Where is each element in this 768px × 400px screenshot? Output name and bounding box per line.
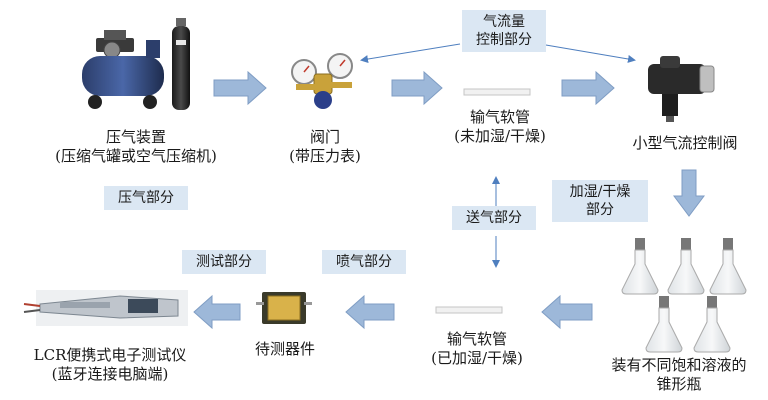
wet-hose-caption: 输气软管 (已加湿/干燥) xyxy=(412,330,542,368)
compressor-title: 压气装置 xyxy=(105,128,166,146)
flow-valve-caption: 小型气流控制阀 xyxy=(610,134,760,153)
humidify-tag-line1: 加湿/干燥 xyxy=(569,184,631,200)
device-caption: 待测器件 xyxy=(240,340,330,359)
flow-control-tag-line2: 控制部分 xyxy=(476,32,532,48)
air-compressor-image xyxy=(82,30,164,109)
flow-valve-title: 小型气流控制阀 xyxy=(632,134,738,152)
connector-lines xyxy=(360,43,636,268)
test-tag: 测试部分 xyxy=(182,250,266,274)
dry-hose-title: 输气软管 xyxy=(469,108,530,126)
device-title: 待测器件 xyxy=(254,340,315,358)
lcr-meter-image xyxy=(23,290,188,326)
flow-arrows xyxy=(193,70,705,330)
dry-hose-image xyxy=(463,88,531,96)
arrow-valve-to-hose xyxy=(391,70,443,106)
pressure-valve-image xyxy=(291,53,353,109)
valve-subtitle: (带压力表) xyxy=(289,147,361,165)
arrow-wet-hose-to-device xyxy=(345,294,395,330)
spray-tag: 喷气部分 xyxy=(322,250,406,274)
dry-hose-subtitle: (未加湿/干燥) xyxy=(454,127,546,145)
lcr-title: LCR便携式电子测试仪 xyxy=(33,346,187,364)
humidify-tag-line2: 部分 xyxy=(586,202,614,218)
valve-caption: 阀门 (带压力表) xyxy=(270,128,380,166)
flasks-subtitle: 锥形瓶 xyxy=(656,375,702,393)
arrow-device-to-lcr xyxy=(193,294,241,330)
wet-hose-subtitle: (已加湿/干燥) xyxy=(431,349,523,367)
compressor-subtitle: (压缩气罐或空气压缩机) xyxy=(55,147,217,165)
connector-flow-tag-to-valve xyxy=(360,43,461,63)
arrow-flow-valve-to-flasks xyxy=(673,169,705,217)
connector-flow-tag-to-flow-valve xyxy=(539,43,636,63)
arrow-compressor-to-valve xyxy=(213,70,267,106)
valve-title: 阀门 xyxy=(309,128,340,146)
gas-cylinder-image xyxy=(172,18,190,110)
device-under-test-image xyxy=(256,292,312,324)
flow-control-valve-image xyxy=(648,56,715,122)
dry-hose-caption: 输气软管 (未加湿/干燥) xyxy=(440,108,560,146)
lcr-subtitle: (蓝牙连接电脑端) xyxy=(51,365,169,383)
flasks-image xyxy=(621,238,747,353)
pressure-tag: 压气部分 xyxy=(104,186,188,210)
flow-control-tag: 气流量 控制部分 xyxy=(462,10,546,52)
delivery-tag: 送气部分 xyxy=(452,206,536,230)
wet-hose-image xyxy=(435,306,503,314)
flasks-title: 装有不同饱和溶液的 xyxy=(611,356,747,374)
flow-control-tag-line1: 气流量 xyxy=(483,14,525,30)
compressor-caption: 压气装置 (压缩气罐或空气压缩机) xyxy=(36,128,236,166)
lcr-caption: LCR便携式电子测试仪 (蓝牙连接电脑端) xyxy=(10,346,210,384)
wet-hose-title: 输气软管 xyxy=(446,330,507,348)
arrow-flasks-to-wet-hose xyxy=(541,294,593,330)
arrow-hose-to-flow-valve xyxy=(561,70,615,106)
humidify-tag: 加湿/干燥 部分 xyxy=(552,180,648,222)
flasks-caption: 装有不同饱和溶液的 锥形瓶 xyxy=(594,356,764,394)
